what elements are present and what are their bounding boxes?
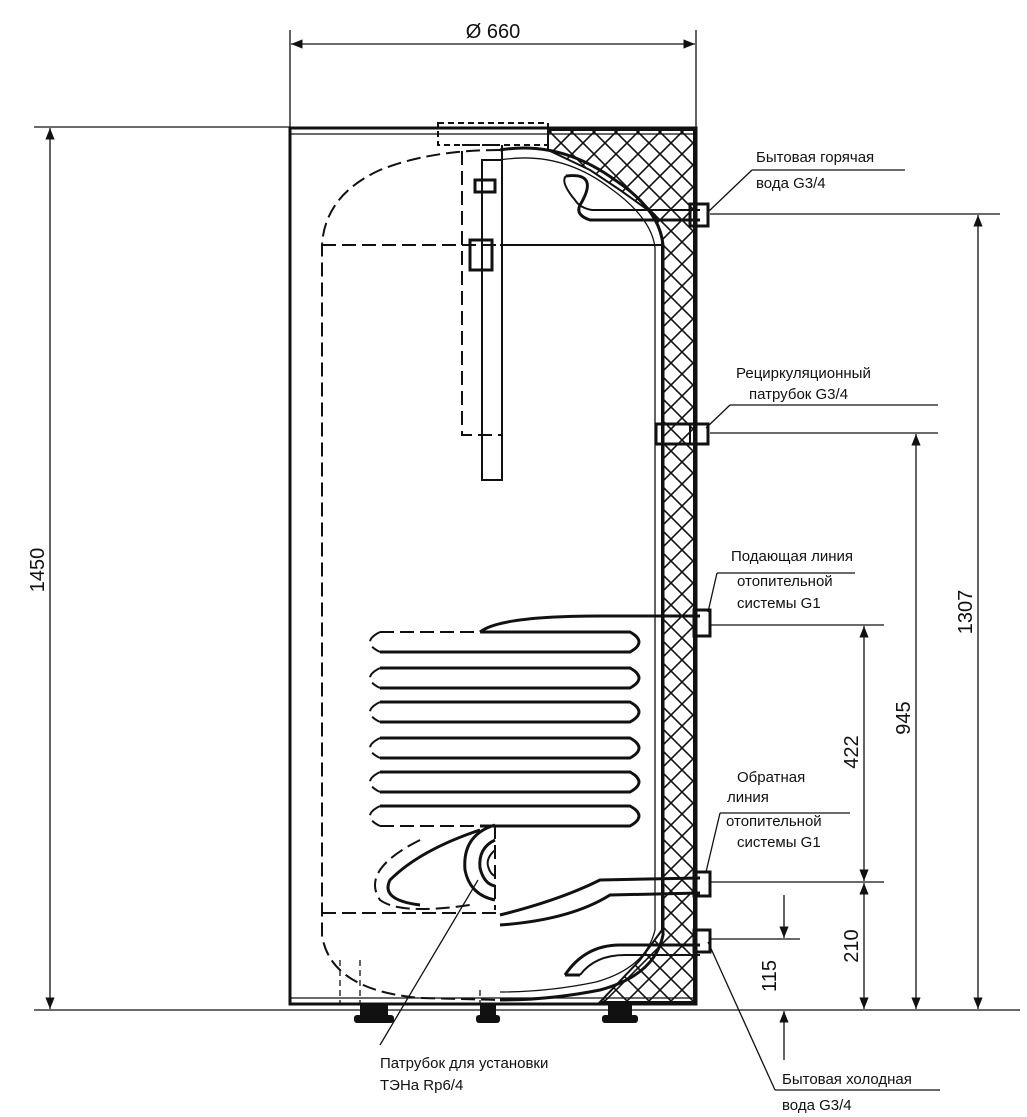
svg-text:вода G3/4: вода G3/4 — [756, 175, 826, 192]
dimension-total-height: 1450 — [27, 126, 290, 1009]
svg-text:отопительной: отопительной — [726, 813, 822, 830]
callout-supply-line: Подающая линия отопительной системы G1 — [707, 548, 855, 613]
svg-text:вода G3/4: вода G3/4 — [782, 1097, 852, 1114]
dimension-diameter: Ø 660 — [289, 21, 697, 128]
svg-text:Патрубок для установки: Патрубок для установки — [380, 1055, 548, 1072]
callout-return-line: Обратная линия отопительной системы G1 — [705, 769, 850, 873]
svg-text:Обратная: Обратная — [737, 769, 805, 786]
diameter-label: Ø 660 — [466, 21, 520, 43]
svg-text:отопительной: отопительной — [737, 573, 833, 590]
hot-water-height-label: 1307 — [955, 590, 977, 635]
svg-text:Бытовая горячая: Бытовая горячая — [756, 149, 874, 166]
dimension-supply-return: 422 — [710, 624, 884, 881]
dimension-return: 210 — [710, 881, 884, 1009]
callout-recirculation: Рециркуляционный патрубок G3/4 — [705, 365, 938, 429]
dimension-cold-water: 115 — [710, 895, 800, 1060]
dimension-recirculation: 945 — [710, 432, 938, 1009]
hot-water-pipe — [563, 174, 710, 228]
svg-text:Рециркуляционный: Рециркуляционный — [736, 365, 871, 382]
callout-heater-nozzle: Патрубок для установки ТЭНа Rp6/4 — [379, 879, 548, 1094]
top-fitting — [437, 122, 549, 481]
insulation-hatch — [547, 129, 695, 1003]
cold-water-height-label: 115 — [759, 960, 781, 992]
callout-hot-water: Бытовая горячая вода G3/4 — [707, 149, 905, 213]
svg-text:Подающая линия: Подающая линия — [731, 548, 853, 565]
recirculation-nozzle — [654, 422, 710, 446]
svg-text:ТЭНа Rp6/4: ТЭНа Rp6/4 — [380, 1077, 463, 1094]
recirculation-height-label: 945 — [893, 701, 915, 734]
heating-coil[interactable] — [369, 608, 712, 927]
inner-tank-hidden — [321, 149, 501, 1001]
supply-return-label: 422 — [841, 735, 863, 768]
svg-text:патрубок G3/4: патрубок G3/4 — [749, 386, 848, 403]
svg-text:системы G1: системы G1 — [737, 834, 821, 851]
cold-water-pipe — [563, 928, 712, 977]
svg-text:Бытовая холодная: Бытовая холодная — [782, 1071, 912, 1088]
total-height-label: 1450 — [27, 548, 49, 593]
heater-nozzle — [463, 823, 496, 910]
return-height-label: 210 — [841, 929, 863, 962]
inner-tank — [499, 146, 665, 1002]
callout-cold-water: Бытовая холодная вода G3/4 — [707, 941, 940, 1114]
svg-text:линия: линия — [727, 789, 769, 806]
svg-text:системы G1: системы G1 — [737, 595, 821, 612]
dimension-hot-water: 1307 — [710, 213, 1000, 1009]
